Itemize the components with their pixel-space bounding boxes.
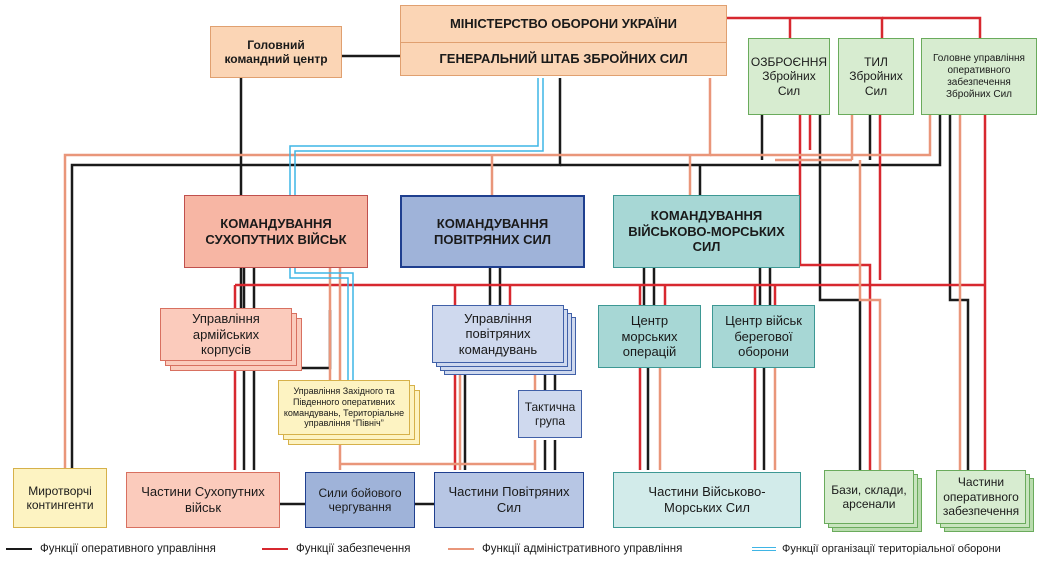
coastal-defense-center-box: Центр військ берегової оборони (712, 305, 815, 368)
air-units-box: Частини Повітряних Сил (434, 472, 584, 528)
ministry-box: МІНІСТЕРСТВО ОБОРОНИ УКРАЇНИ (400, 5, 727, 43)
operational-lines (70, 54, 970, 506)
tactical-group-label: Тактична група (524, 399, 576, 428)
army-corps-label: Управління армійських корпусів (192, 311, 260, 358)
legend-swatch-administrative (448, 548, 474, 550)
legend-label-operational: Функції оперативного управління (40, 543, 216, 555)
legend-label-support: Функції забезпечення (296, 543, 411, 555)
legend-swatch-territorial (752, 547, 776, 551)
support-units-box: Частини оперативного забезпечення (936, 470, 1026, 524)
operational-commands-box: Управління Західного та Південного опера… (278, 380, 410, 435)
land-units-box: Частини Сухопутних військ (126, 472, 280, 528)
general-staff-label: ГЕНЕРАЛЬНИЙ ШТАБ ЗБРОЙНИХ СИЛ (439, 51, 688, 67)
main-command-center-box: Головний командний центр (210, 26, 342, 78)
legend-item-operational: Функції оперативного управління (6, 543, 216, 555)
general-staff-box: ГЕНЕРАЛЬНИЙ ШТАБ ЗБРОЙНИХ СИЛ (400, 42, 727, 76)
naval-ops-center-label: Центр морських операцій (621, 313, 678, 360)
legend-label-administrative: Функції адміністративного управління (482, 543, 683, 555)
air-commands-label: Управління повітряних командувань (458, 310, 538, 357)
air-commands-box: Управління повітряних командувань (432, 305, 564, 363)
main-command-center-label: Головний командний центр (224, 37, 328, 66)
administrative-lines (63, 78, 962, 470)
armament-box: ОЗБРОЄННЯ Збройних Сил (748, 38, 830, 115)
air-command-box: КОМАНДУВАННЯ ПОВІТРЯНИХ СИЛ (400, 195, 585, 268)
army-corps-box: Управління армійських корпусів (160, 308, 292, 361)
support-units-label: Частини оперативного забезпечення (942, 475, 1020, 519)
legend-swatch-support (262, 548, 288, 550)
navy-command-box: КОМАНДУВАННЯ ВІЙСЬКОВО-МОРСЬКИХ СИЛ (613, 195, 800, 268)
navy-units-box: Частини Військово-Морських Сил (613, 472, 801, 528)
bases-label: Бази, склади, арсенали (831, 482, 907, 511)
legend-swatch-operational (6, 548, 32, 550)
land-command-label: КОМАНДУВАННЯ СУХОПУТНИХ ВІЙСЬК (205, 215, 347, 247)
main-support-directorate-box: Головне управління оперативного забезпеч… (921, 38, 1037, 115)
air-command-label: КОМАНДУВАННЯ ПОВІТРЯНИХ СИЛ (434, 215, 551, 247)
air-units-label: Частини Повітряних Сил (448, 484, 570, 515)
legend-item-support: Функції забезпечення (262, 543, 411, 555)
coastal-defense-center-label: Центр військ берегової оборони (725, 313, 802, 360)
bases-box: Бази, склади, арсенали (824, 470, 914, 524)
duty-forces-label: Сили бойового чергування (318, 485, 402, 514)
peacekeeping-box: Миротворчі контингенти (13, 468, 107, 528)
legend-label-territorial: Функції організації територіальної оборо… (782, 543, 1001, 555)
ministry-label: МІНІСТЕРСТВО ОБОРОНИ УКРАЇНИ (449, 16, 678, 32)
duty-forces-box: Сили бойового чергування (305, 472, 415, 528)
legend-item-territorial: Функції організації територіальної оборо… (752, 543, 1001, 555)
navy-command-label: КОМАНДУВАННЯ ВІЙСЬКОВО-МОРСЬКИХ СИЛ (628, 208, 785, 255)
rear-label: ТИЛ Збройних Сил (849, 54, 903, 98)
naval-ops-center-box: Центр морських операцій (598, 305, 701, 368)
operational-commands-label: Управління Західного та Південного опера… (283, 385, 405, 429)
support-lines (233, 16, 987, 470)
rear-box: ТИЛ Збройних Сил (838, 38, 914, 115)
legend-item-administrative: Функції адміністративного управління (448, 543, 682, 555)
land-units-label: Частини Сухопутних військ (141, 484, 265, 515)
tactical-group-box: Тактична група (518, 390, 582, 438)
main-support-directorate-label: Головне управління оперативного забезпеч… (933, 52, 1025, 100)
armament-label: ОЗБРОЄННЯ Збройних Сил (750, 54, 828, 98)
land-command-box: КОМАНДУВАННЯ СУХОПУТНИХ ВІЙСЬК (184, 195, 368, 268)
peacekeeping-label: Миротворчі контингенти (26, 483, 94, 512)
navy-units-label: Частини Військово-Морських Сил (648, 484, 766, 515)
